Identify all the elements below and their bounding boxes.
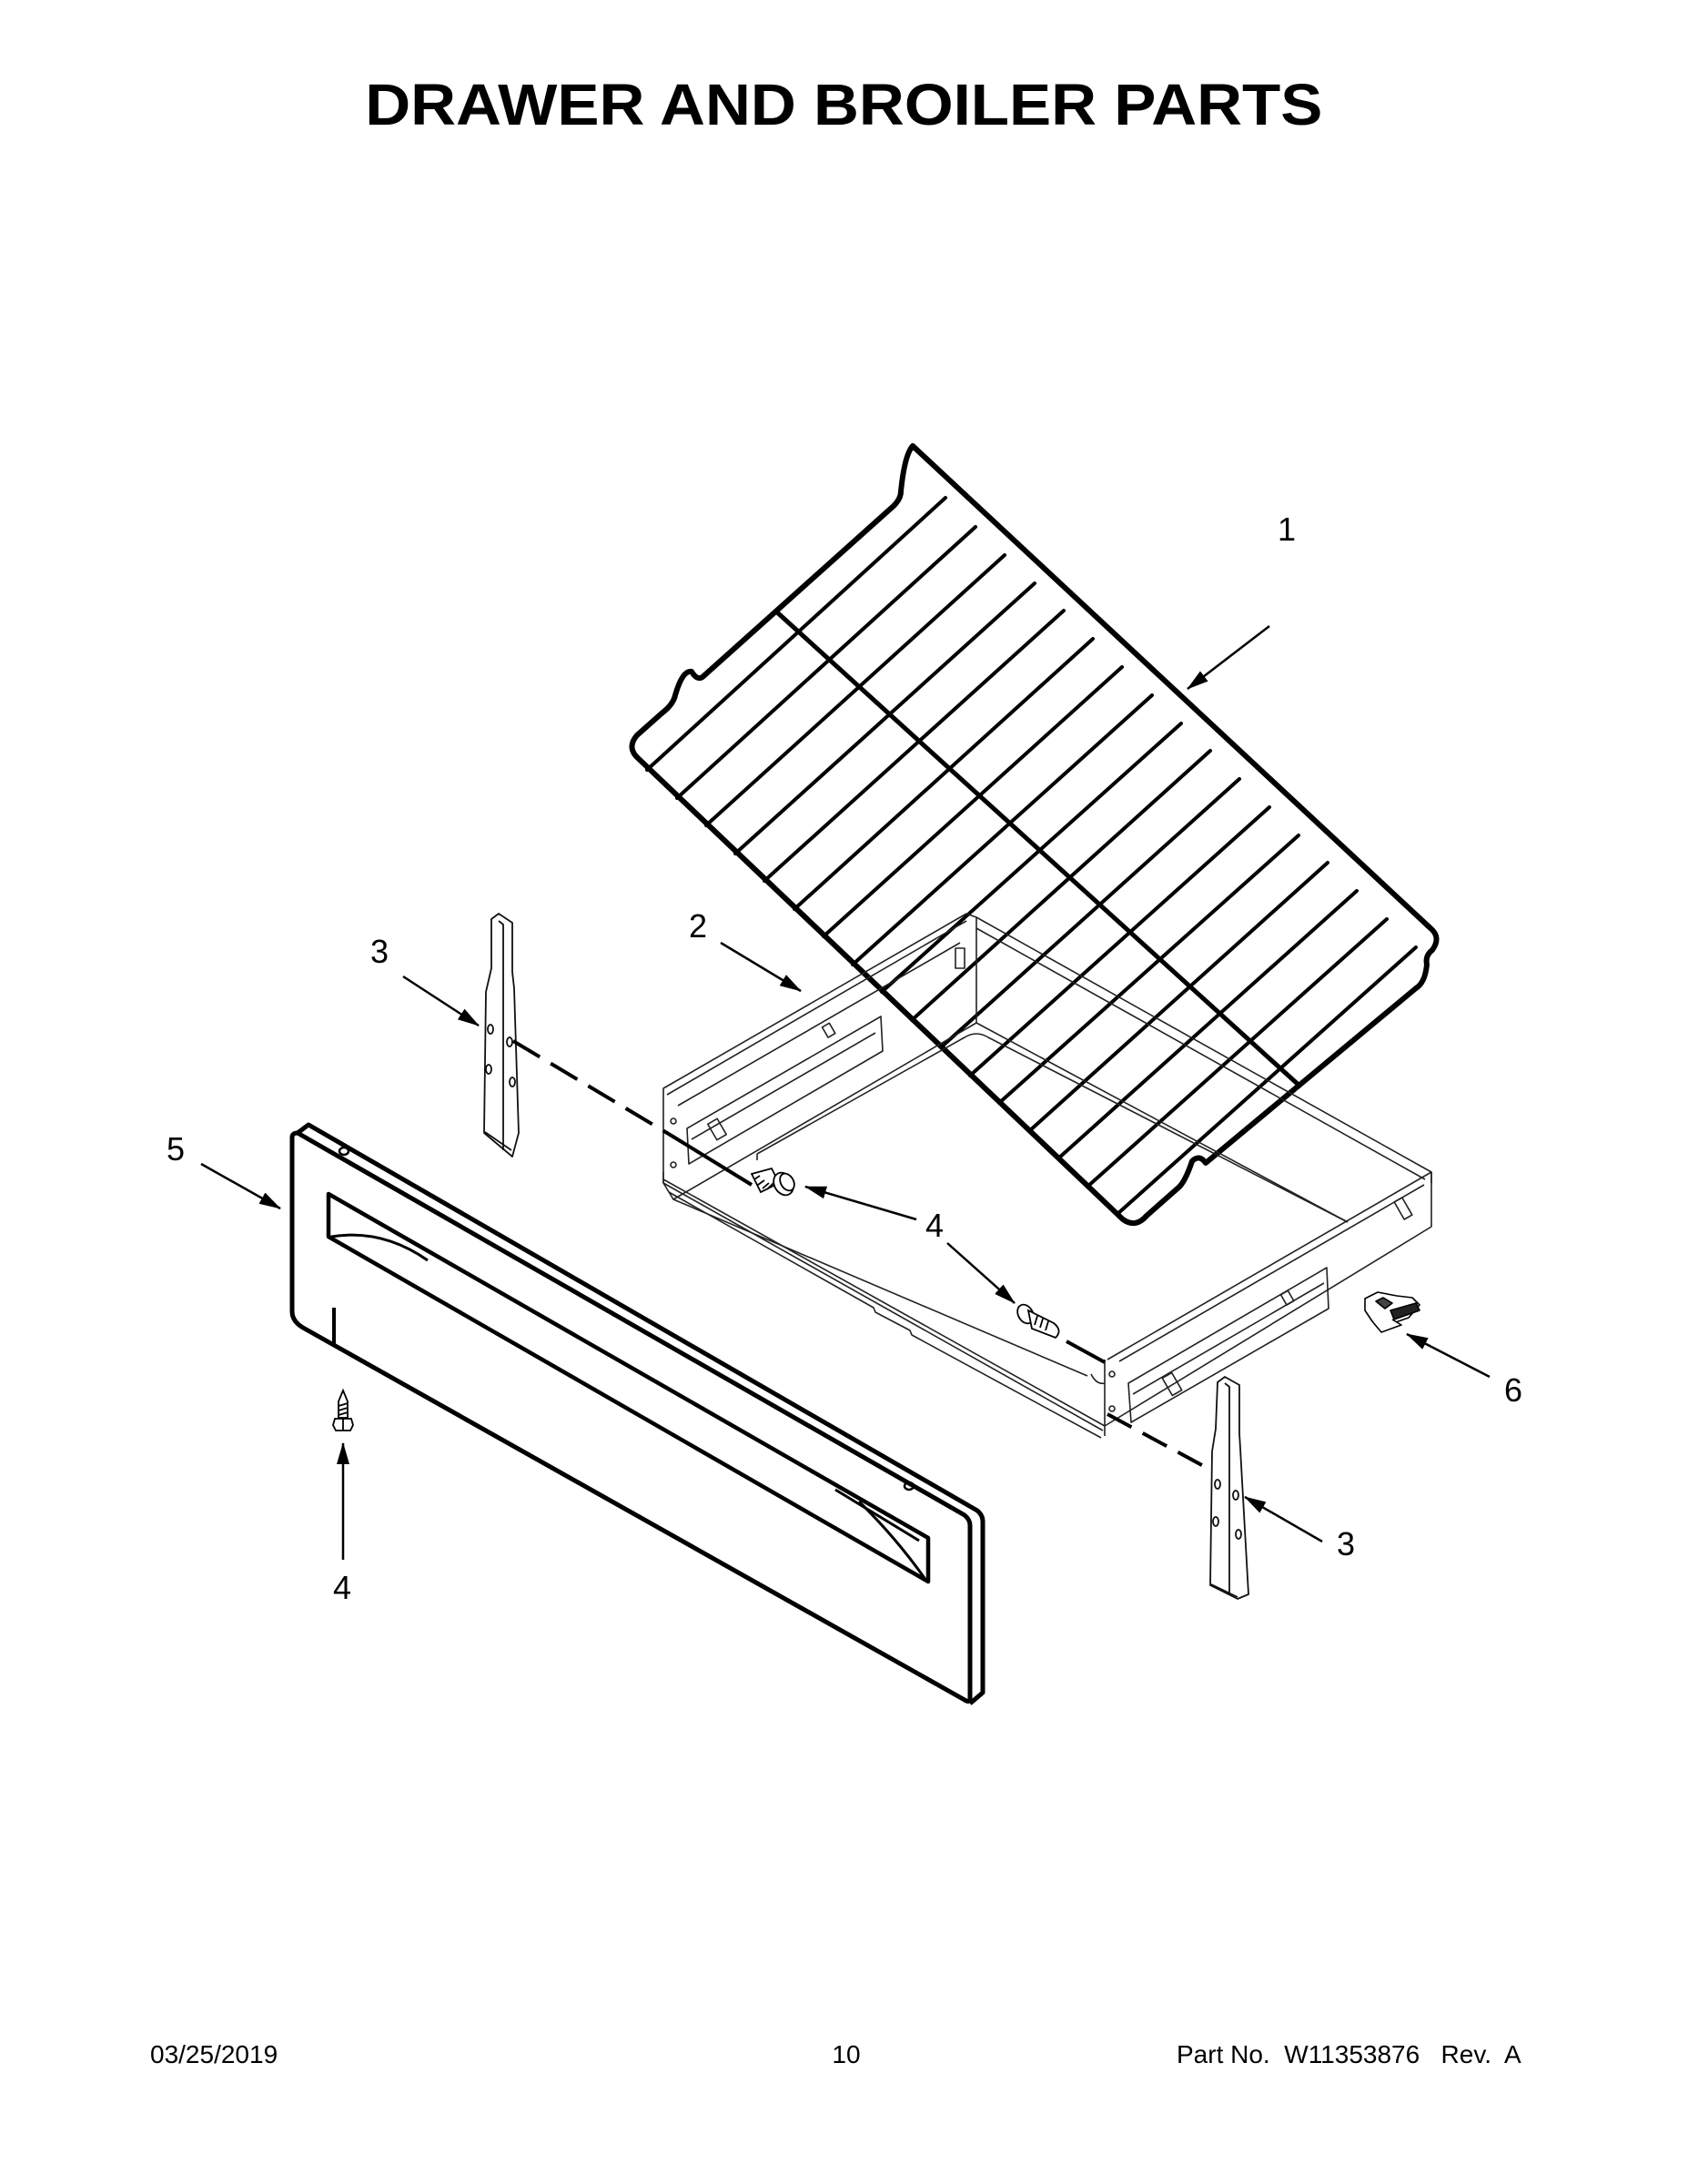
- drawer-slide-left: [483, 913, 520, 1158]
- screw-drawer-right: [1016, 1303, 1060, 1340]
- callout-4-middle-label: 4: [925, 1207, 945, 1244]
- drawer-pan: [662, 913, 1432, 1439]
- assembly-lines: [332, 1039, 1211, 1471]
- callout-6-leader: [1406, 1332, 1491, 1379]
- drawer-slide-right: [1209, 1376, 1249, 1600]
- callout-3-left-label: 3: [369, 933, 389, 970]
- callout-5-label: 5: [166, 1130, 186, 1168]
- callout-3-right-leader: [1244, 1495, 1323, 1543]
- callout-4-middle-leader-a: [804, 1185, 917, 1221]
- oven-rack: [629, 443, 1440, 1227]
- callout-5-leader: [200, 1162, 281, 1210]
- drawer-front-panel: [289, 1122, 986, 1705]
- drawer-clip: [1364, 1291, 1420, 1333]
- callout-1-leader: [1187, 625, 1270, 690]
- callout-2-label: 2: [688, 907, 708, 945]
- screw-drawer-left: [750, 1167, 795, 1197]
- callout-3-right-label: 3: [1336, 1525, 1356, 1562]
- footer-page-number: 10: [832, 2040, 861, 2068]
- page-title: DRAWER AND BROILER PARTS: [365, 72, 1323, 137]
- callout-4-bottom-label: 4: [332, 1569, 352, 1606]
- callout-3-left-leader: [402, 975, 480, 1027]
- screw-panel-bottom: [332, 1388, 354, 1431]
- footer-date: 03/25/2019: [150, 2040, 278, 2068]
- callout-4-middle-leader-b: [946, 1242, 1016, 1304]
- footer-part-number: Part No. W11353876 Rev. A: [1177, 2040, 1521, 2068]
- callout-1-label: 1: [1277, 511, 1297, 548]
- callout-6-label: 6: [1503, 1371, 1523, 1409]
- callout-2-leader: [720, 941, 802, 993]
